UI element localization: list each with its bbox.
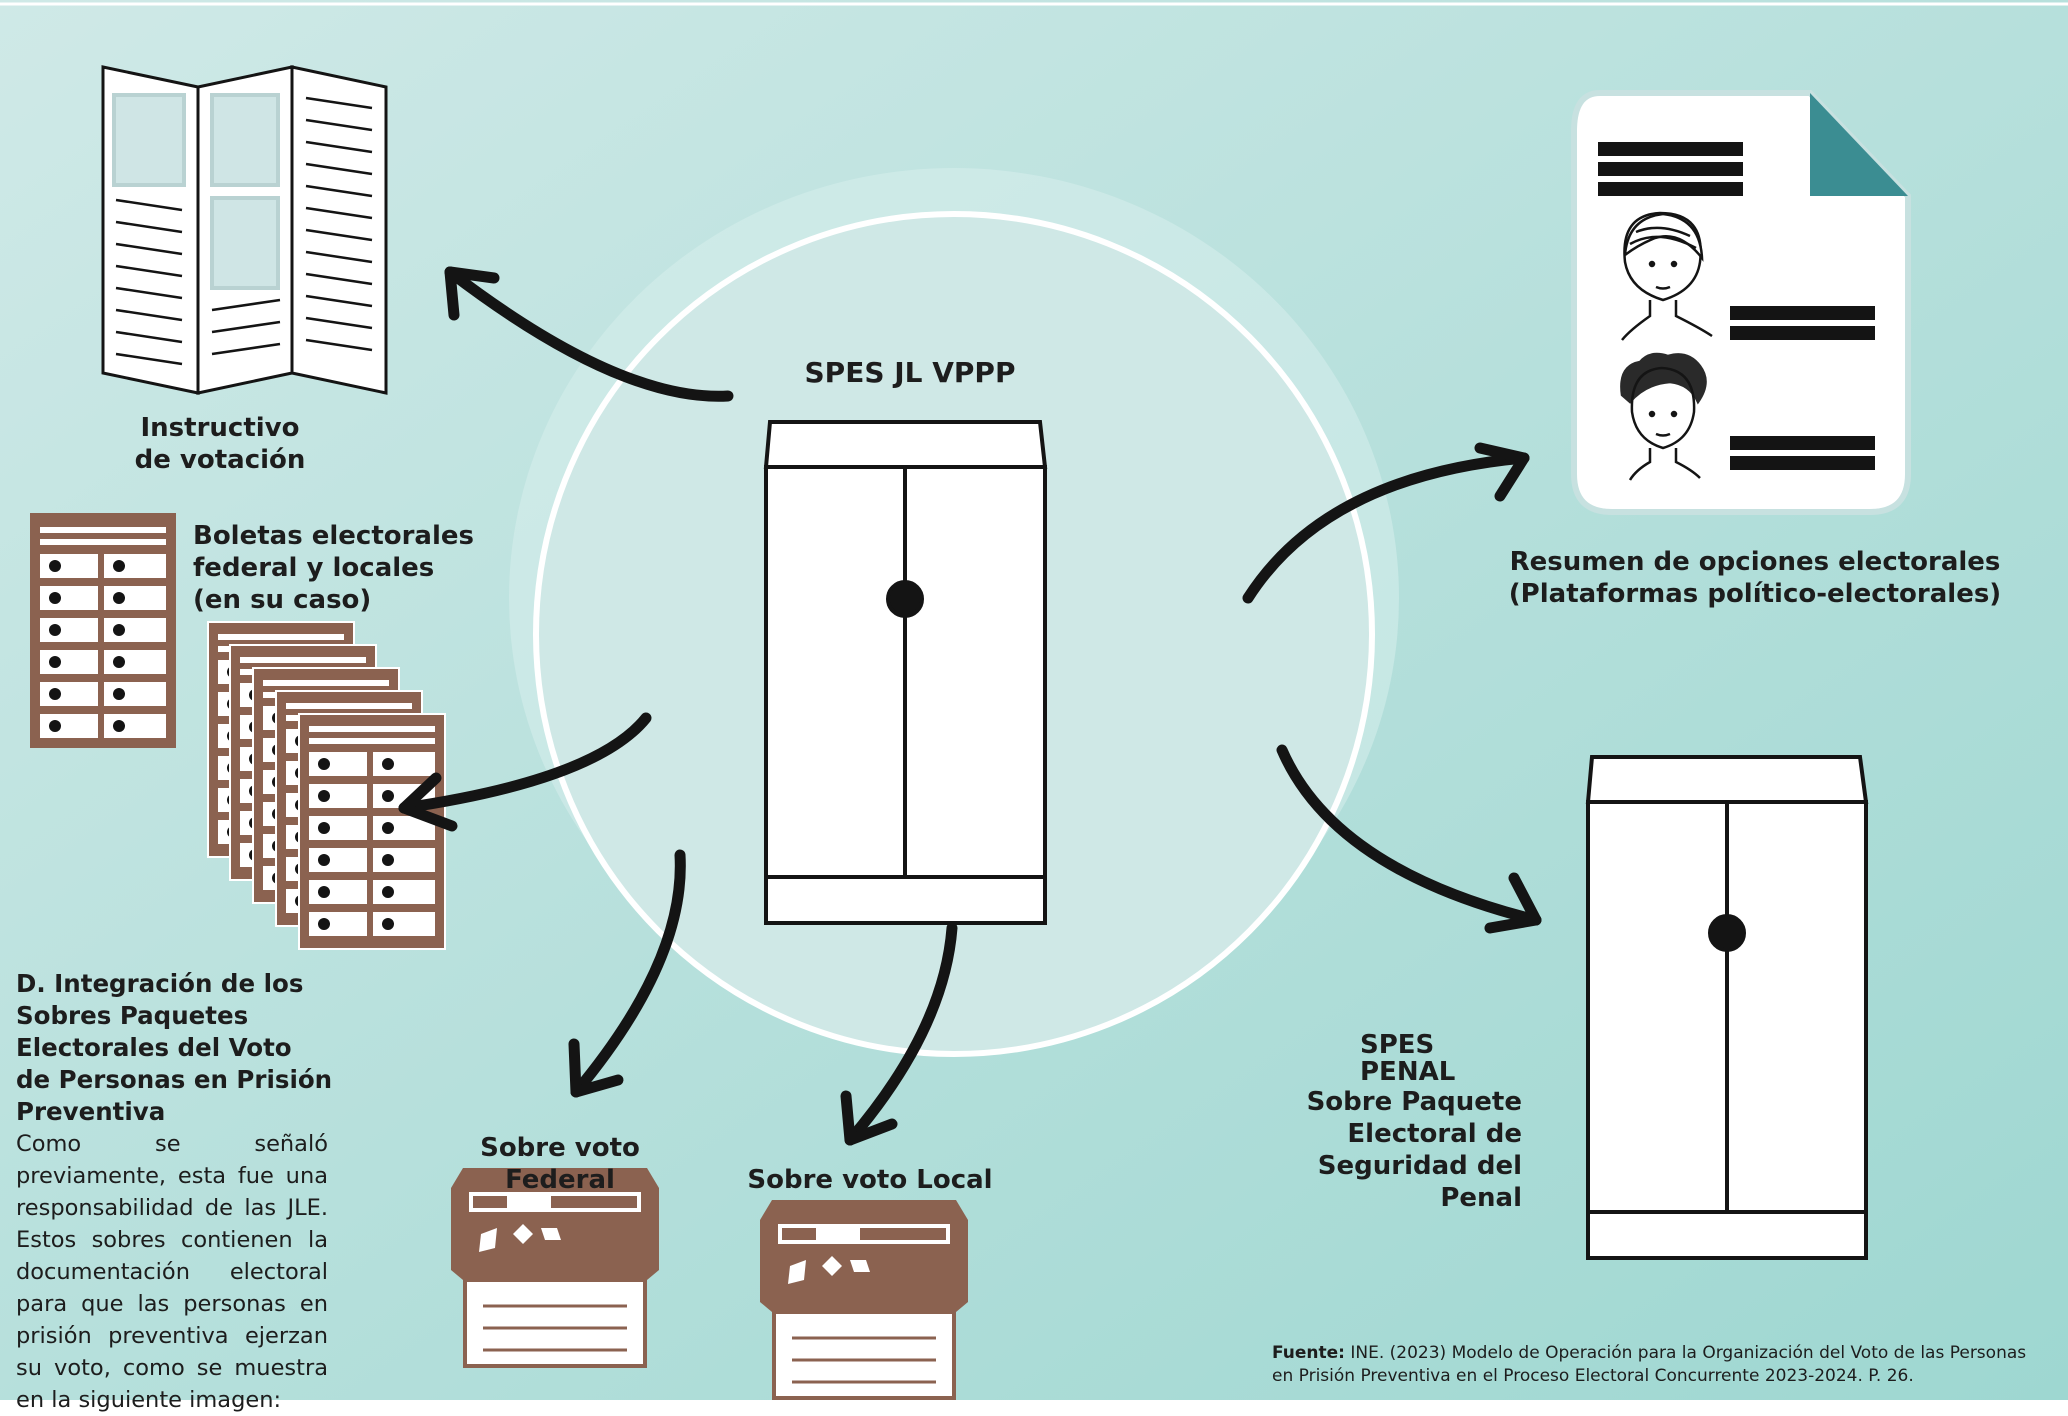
spes-penal-label: SPES PENAL Sobre Paquete Electoral de Se… [1300, 1032, 1522, 1214]
ballot-sheet-icon [30, 513, 176, 748]
arrow-to-resumen [1242, 442, 1530, 604]
section-heading-line-1: D. Integración de los [16, 969, 304, 998]
resumen-label: Resumen de opciones electorales (Platafo… [1500, 546, 2010, 610]
section-heading-line-5: Preventiva [16, 1097, 166, 1126]
envelope-icon [451, 1168, 659, 1368]
spes-penal-line-1: SPES PENAL [1360, 1030, 1456, 1087]
instructivo-line-1: Instructivo [140, 413, 300, 443]
instructivo-label: Instructivo de votación [120, 412, 320, 476]
package-envelope-icon [763, 420, 1048, 925]
instructivo-line-2: de votación [134, 445, 306, 475]
boletas-line-1: Boletas electorales [193, 521, 474, 551]
penal-package-icon [1585, 755, 1869, 1260]
triptych-brochure-icon [101, 65, 388, 395]
boletas-line-3: (en su caso) [193, 585, 372, 615]
section-heading-line-2: Sobres Paquetes [16, 1001, 249, 1030]
source-text: INE. (2023) Modelo de Operación para la … [1272, 1343, 2027, 1386]
arrow-to-sobre-federal [568, 849, 686, 1098]
ballot-sheet-icon [298, 713, 446, 950]
spes-penal-line-4: Seguridad del [1317, 1151, 1522, 1181]
boletas-label: Boletas electorales federal y locales (e… [193, 520, 493, 616]
section-heading: D. Integración de los Sobres Paquetes El… [16, 968, 336, 1128]
resumen-line-2: (Plataformas político-electorales) [1508, 579, 2002, 609]
boletas-line-2: federal y locales [193, 553, 435, 583]
source-note: Fuente: INE. (2023) Modelo de Operación … [1272, 1342, 2052, 1388]
arrow-to-sobre-local [840, 922, 958, 1146]
arrow-to-boletas [398, 712, 652, 832]
resumen-line-1: Resumen de opciones electorales [1509, 547, 2001, 577]
sobre-local-label: Sobre voto Local [747, 1165, 993, 1195]
section-paragraph: Como se señaló previamente, esta fue una… [16, 1131, 328, 1413]
ballot-stack-icon [207, 621, 446, 950]
center-package-label: SPES JL VPPP [804, 356, 1016, 389]
woman-portrait-icon [1621, 211, 1713, 341]
spes-penal-line-3: Electoral de [1347, 1119, 1522, 1149]
arrow-to-instructivo [444, 266, 734, 402]
section-heading-line-3: Electorales del Voto [16, 1033, 292, 1062]
envelope-icon [760, 1200, 968, 1400]
arrow-to-spes-penal [1276, 744, 1542, 934]
spes-penal-line-2: Sobre Paquete [1306, 1087, 1522, 1117]
man-portrait-icon [1620, 352, 1707, 481]
spes-penal-line-5: Penal [1440, 1183, 1522, 1213]
candidate-document-icon [1571, 90, 1911, 515]
source-label: Fuente: [1272, 1343, 1345, 1363]
sobre-federal-label: Sobre voto Federal [480, 1133, 640, 1195]
section-heading-line-4: de Personas en Prisión [16, 1065, 333, 1094]
